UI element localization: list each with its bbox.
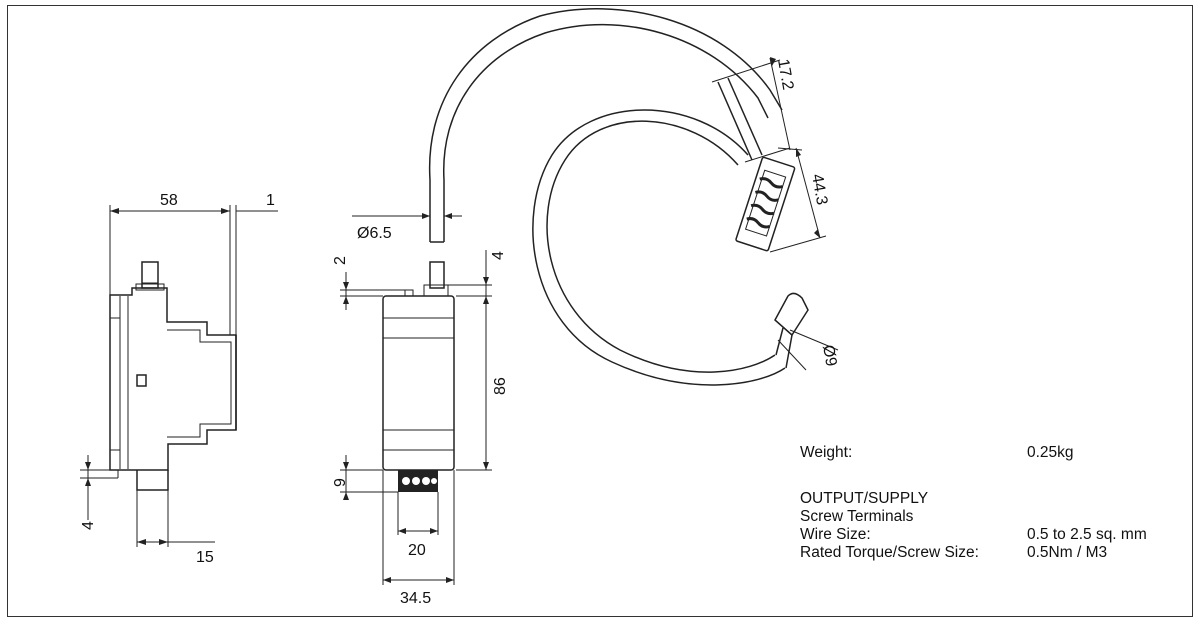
wire-size-label: Wire Size: [800,526,871,543]
dim-cable-diameter: Ø6.5 [357,225,392,242]
dim-front-height: 86 [492,377,509,395]
weight-value: 0.25kg [1027,444,1074,461]
dim-front-width: 34.5 [400,590,431,607]
sensor-loop: 17.2 44.3 Ø9 [532,57,840,386]
front-view: Ø6.5 2 4 86 9 20 [332,8,783,607]
dim-side-width: 58 [160,192,178,209]
dim-clamp-thickness: 17.2 [774,58,796,92]
weight-label: Weight: [800,444,853,461]
dim-side-bottom: 4 [80,521,97,530]
dim-front-top-right: 4 [490,251,507,260]
drawing-frame [7,5,1193,617]
terminals-text: Screw Terminals [800,508,914,525]
dim-clamp-length: 44.3 [808,173,830,207]
dim-loop-diameter: Ø9 [819,344,839,368]
section-title: OUTPUT/SUPPLY [800,490,929,507]
dim-front-top-left: 2 [332,256,349,265]
wire-size-value: 0.5 to 2.5 sq. mm [1027,526,1147,543]
torque-label: Rated Torque/Screw Size: [800,544,979,561]
dim-front-terminal-width: 20 [408,542,426,559]
side-view: 58 1 4 15 [80,192,278,566]
dim-side-foot: 15 [196,549,214,566]
dim-side-gap: 1 [266,192,275,209]
torque-value: 0.5Nm / M3 [1027,544,1108,561]
dim-front-terminal: 9 [332,478,349,487]
